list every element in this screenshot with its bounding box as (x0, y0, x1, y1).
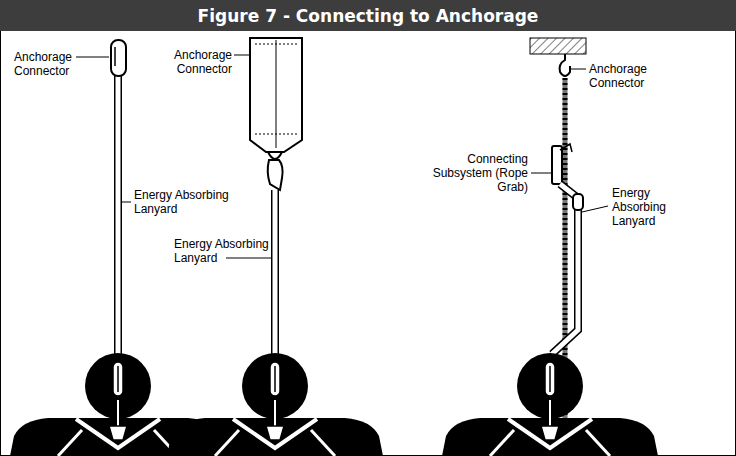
figure-1 (111, 40, 126, 354)
part-label: Energy Absorbing Lanyard (174, 237, 278, 265)
anchor-hook (560, 54, 570, 76)
worker-figure (442, 353, 658, 456)
beam (530, 38, 586, 54)
part-label: Connecting Subsystem (Rope Grab) (430, 152, 528, 194)
part-label: Anchorage Connector (160, 48, 232, 76)
leader-lines (76, 55, 608, 258)
anchorage-sling (250, 38, 302, 152)
rope-grab (552, 146, 562, 184)
carabiner (111, 40, 126, 76)
part-label: Energy Absorbing Lanyard (612, 186, 696, 228)
title-bar: Figure 7 - Connecting to Anchorage (0, 0, 736, 31)
part-label: Anchorage Connector (589, 62, 661, 90)
figure-2 (250, 38, 302, 354)
worker-figure (167, 353, 383, 456)
figure-title: Figure 7 - Connecting to Anchorage (198, 6, 539, 26)
part-label: Anchorage Connector (14, 50, 76, 78)
part-label: Energy Absorbing Lanyard (134, 188, 238, 216)
snap-hook (268, 160, 283, 190)
